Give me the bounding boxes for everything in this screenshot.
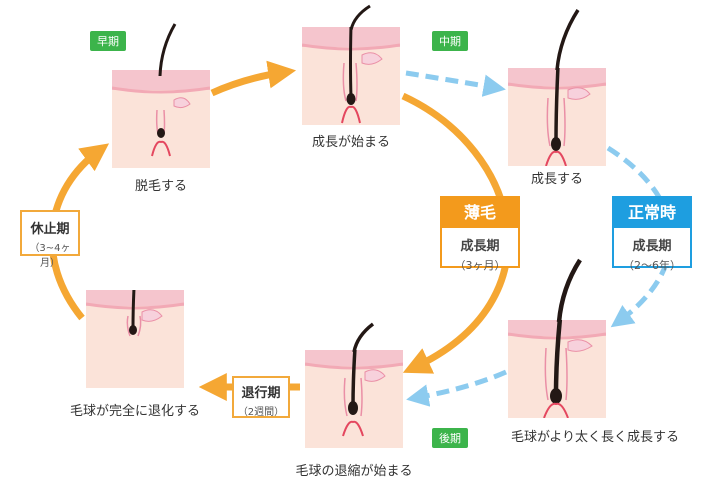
follicle-illustration-retracted (86, 290, 184, 388)
arrow-shed-to-start (210, 60, 297, 97)
normal-label: 成長期 (632, 239, 672, 254)
arrow-start-to-grow (405, 70, 506, 97)
normal-growth-box: 正常時 成長期 （2～6年） (612, 196, 692, 272)
regression-phase-box: 退行期 （2週間） (232, 376, 290, 418)
caption-start: 成長が始まる (311, 135, 390, 150)
rest-phase-box: 休止期 （3~4ヶ月） (20, 210, 80, 269)
rest-phase-label: 休止期 (30, 222, 70, 237)
follicle-illustration-shed (112, 70, 210, 168)
hair-strand-shrink-start (352, 322, 375, 352)
hair-strand-grow-thicker (556, 258, 582, 322)
caption-retracted: 毛球が完全に退化する (69, 404, 200, 419)
hair-strand-grow (555, 9, 580, 70)
stage-badge-late: 後期 (432, 428, 468, 448)
stage-badge-early: 早期 (90, 31, 126, 51)
follicle-illustration-shrink-start (305, 350, 403, 448)
arrow-thicker-to-shrink (406, 369, 508, 407)
regression-phase-period: （2週間） (237, 407, 285, 418)
rest-phase-period: （3~4ヶ月） (29, 243, 71, 269)
regression-phase-label: 退行期 (241, 386, 281, 401)
thin-hair-period: （3ヶ月） (454, 259, 506, 272)
caption-grow-thicker: 毛球がより太く長く成長する (510, 430, 680, 445)
normal-header: 正常時 (614, 198, 690, 228)
caption-grow: 成長する (530, 172, 583, 187)
stage-badge-middle: 中期 (432, 31, 468, 51)
follicle-illustration-grow (508, 68, 606, 166)
follicle-illustration-grow-thicker (508, 320, 606, 418)
thin-hair-label: 成長期 (460, 239, 500, 254)
follicle-illustration-start (302, 27, 400, 125)
thin-hair-header: 薄毛 (442, 198, 518, 228)
normal-period: （2～6年） (623, 259, 681, 272)
hair-strand-shed (158, 23, 177, 77)
caption-shrink-start: 毛球の退縮が始まる (295, 464, 413, 479)
thin-hair-growth-box: 薄毛 成長期 （3ヶ月） (440, 196, 520, 272)
hair-strand-start (349, 4, 371, 30)
caption-shed: 脱毛する (134, 179, 187, 194)
